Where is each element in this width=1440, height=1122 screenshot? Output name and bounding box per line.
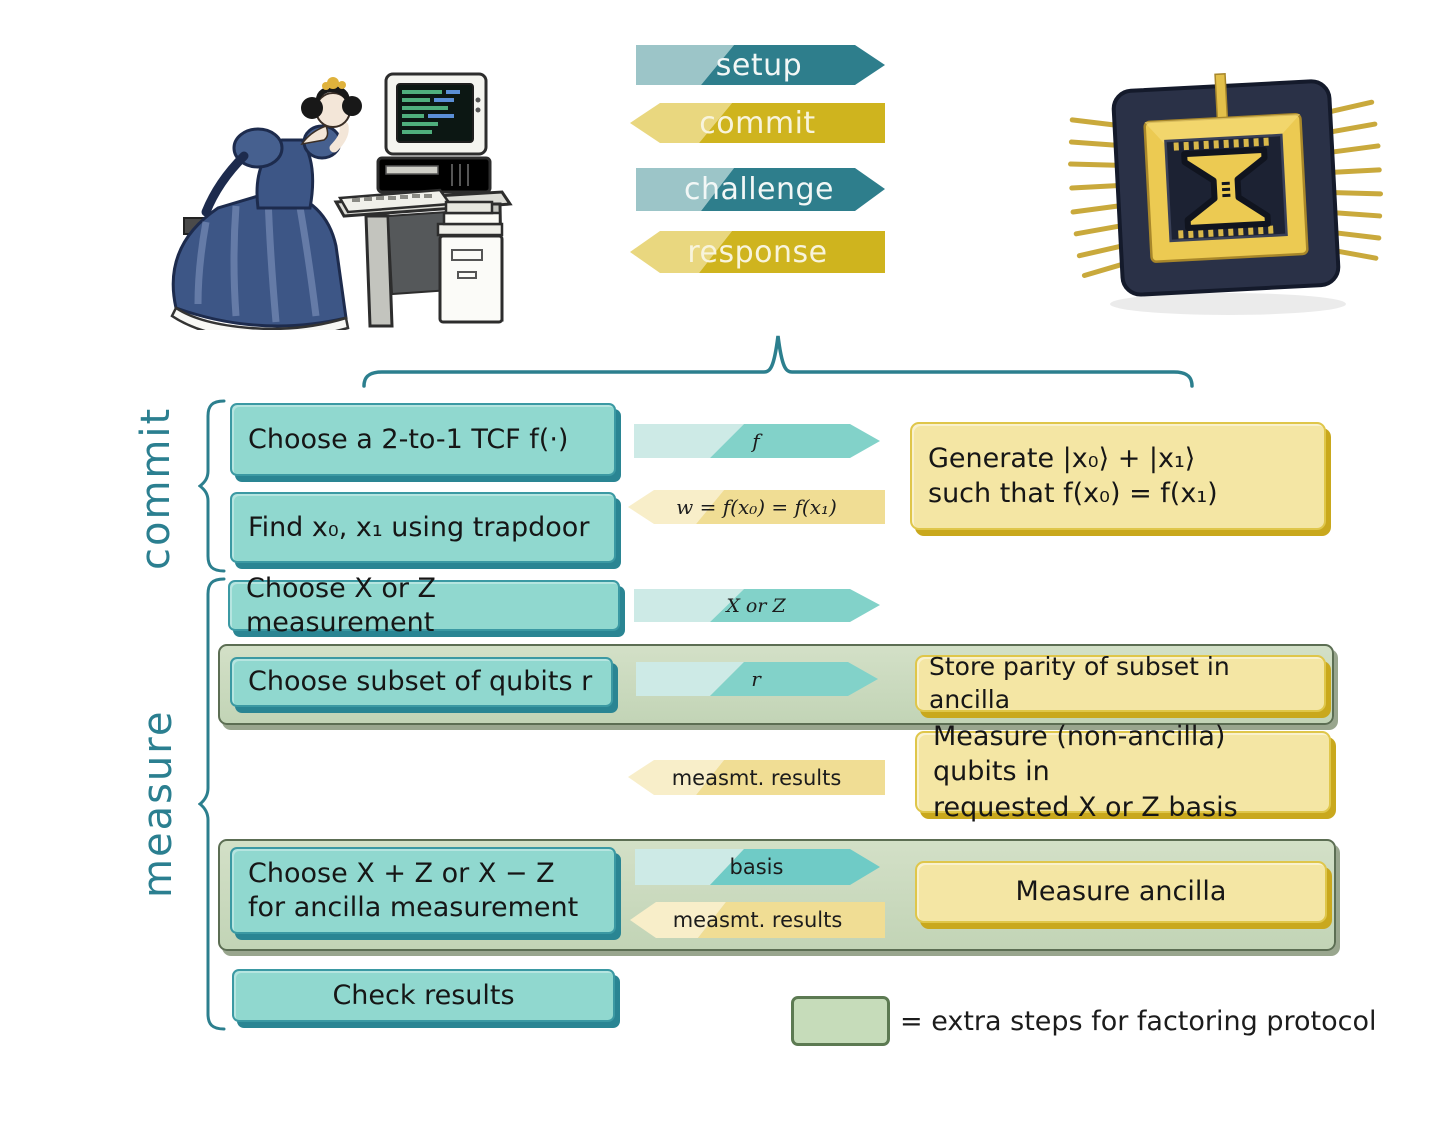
message-arrow-basis-label: basis	[729, 855, 784, 879]
message-arrow-xz-label: X or Z	[726, 594, 786, 617]
message-arrow-r-label: r	[751, 667, 761, 691]
message-arrow-xz: X or Z	[632, 589, 880, 622]
phase-label-commit: commit	[133, 406, 179, 570]
phase-brace-measure	[198, 577, 226, 1031]
banner-response-label: response	[687, 234, 828, 270]
prover-box-generate: Generate |x₀⟩ + |x₁⟩ such that f(x₀) = f…	[910, 422, 1326, 530]
message-arrow-r: r	[634, 662, 878, 696]
ada-lovelace-icon	[170, 72, 513, 341]
message-arrow-measmt-results-1-label: measmt. results	[671, 765, 842, 790]
message-arrow-f: f	[632, 424, 880, 458]
banner-response: response	[630, 231, 885, 273]
banner-commit-label: commit	[699, 105, 816, 141]
prover-box-measure-ancilla: Measure ancilla	[915, 861, 1327, 923]
chip-pins	[1068, 99, 1384, 278]
message-arrow-w: w = f(x₀) = f(x₁)	[628, 490, 885, 524]
quantum-chip-icon	[1068, 73, 1384, 315]
prover-box-store-parity: Store parity of subset in ancilla	[915, 652, 1326, 714]
ada-figure	[170, 77, 362, 341]
ada-lovelace-illustration	[140, 40, 525, 341]
message-arrow-measmt-results-1: measmt. results	[628, 760, 885, 795]
phase-brace-commit	[198, 399, 226, 573]
message-arrow-w-label: w = f(x₀) = f(x₁)	[676, 495, 837, 519]
chip-body	[1111, 73, 1341, 297]
banner-challenge-label: challenge	[683, 172, 835, 207]
crt-monitor	[384, 72, 488, 156]
banner-challenge: challenge	[633, 168, 885, 211]
message-arrow-measmt-results-2: measmt. results	[630, 902, 885, 938]
quantum-chip-illustration	[1060, 58, 1390, 320]
computer-base-unit	[376, 156, 492, 194]
step-find-x0x1: Find x₀, x₁ using trapdoor	[230, 492, 616, 563]
legend-swatch	[791, 996, 890, 1046]
book-stack	[436, 200, 504, 237]
step-check-results: Check results	[232, 969, 615, 1022]
prover-box-measure-qubits: Measure (non-ancilla) qubits in requeste…	[915, 721, 1331, 823]
legend-label: = extra steps for factoring protocol	[900, 1006, 1377, 1037]
top-brace	[362, 335, 1194, 388]
step-choose-subset: Choose subset of qubits r	[230, 657, 613, 707]
step-choose-tcf: Choose a 2-to-1 TCF f(·)	[230, 403, 616, 476]
banner-setup: setup	[633, 45, 885, 85]
file-cabinet	[436, 200, 504, 324]
phase-label-measure: measure	[135, 709, 181, 899]
banner-commit: commit	[630, 103, 885, 143]
message-arrow-f-label: f	[752, 429, 760, 453]
step-choose-ancilla-basis: Choose X + Z or X − Z for ancilla measur…	[230, 847, 616, 934]
banner-setup-label: setup	[715, 47, 803, 83]
message-arrow-measmt-results-2-label: measmt. results	[672, 908, 843, 932]
message-arrow-basis: basis	[633, 849, 880, 885]
step-choose-xz: Choose X or Z measurement	[228, 573, 620, 638]
